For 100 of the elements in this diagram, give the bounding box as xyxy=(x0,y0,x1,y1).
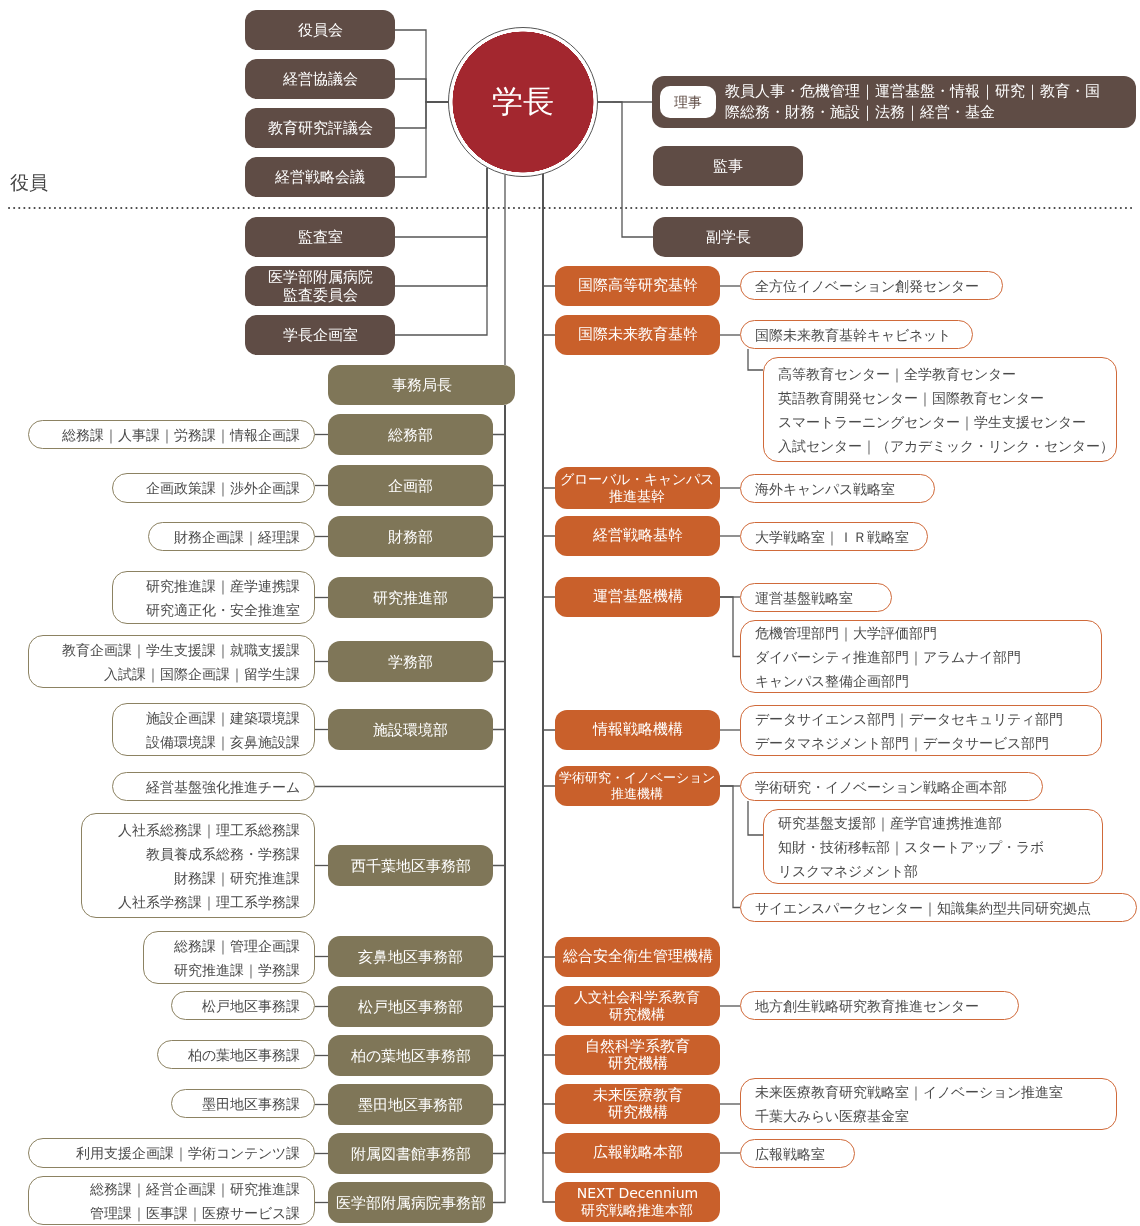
unit-list-line: 高等教育センター｜全学教育センター xyxy=(778,364,1016,385)
organization-name: 国際高等研究基幹 xyxy=(577,277,698,295)
section-box xyxy=(112,473,315,503)
organization-box xyxy=(555,1133,720,1173)
organization-name: NEXT Decennium 研究戦略推進本部 xyxy=(575,1185,700,1219)
unit-box xyxy=(740,583,892,612)
unit-list-line: 研究推進課｜学務課 xyxy=(174,960,300,981)
executive-box xyxy=(653,146,803,186)
unit-list-line: 教育企画課｜学生支援課｜就職支援課 xyxy=(62,640,300,661)
unit-name: 松戸地区事務課 xyxy=(202,996,300,1016)
unit-name: 財務企画課｜経理課 xyxy=(174,527,300,548)
organization-box xyxy=(555,516,720,556)
unit-list-line: データサイエンス部門｜データセキュリティ部門 xyxy=(755,709,1063,730)
unit-list-line: 人社系学務課｜理工系学務課 xyxy=(118,892,300,913)
organization-name: 学長企画室 xyxy=(282,326,358,344)
organization-name: 事務局長 xyxy=(391,376,452,394)
organization-name: 経営戦略基幹 xyxy=(592,527,683,545)
unit-box xyxy=(740,772,1043,801)
connector-line xyxy=(719,1005,741,1007)
office-box xyxy=(328,1182,493,1223)
section-box xyxy=(81,813,315,918)
unit-box xyxy=(740,320,973,349)
organization-name: 経営協議会 xyxy=(282,70,358,88)
organization-name: 西千葉地区事務部 xyxy=(350,856,471,875)
director-panel xyxy=(652,76,1136,128)
unit-name: サイエンスパークセンター｜知識集約型共同研究拠点 xyxy=(755,898,1091,919)
organization-box xyxy=(555,937,720,977)
unit-name: 広報戦略室 xyxy=(755,1144,825,1164)
organization-name: 役員会 xyxy=(297,21,343,39)
unit-name: 大学戦略室｜ＩＲ戦略室 xyxy=(755,527,909,548)
office-box xyxy=(328,1133,493,1174)
organization-name: 附属図書館事務部 xyxy=(350,1144,471,1163)
organization-box xyxy=(555,986,720,1026)
office-box xyxy=(328,516,493,557)
unit-name: 墨田地区事務課 xyxy=(202,1094,300,1114)
unit-list-line: 総務課｜経営企画課｜研究推進課 xyxy=(90,1179,300,1200)
office-box xyxy=(328,465,493,506)
organization-name: 学術研究・イノベーション推進機構 xyxy=(558,770,717,802)
unit-name: 国際未来教育基幹キャビネット xyxy=(755,325,951,345)
organization-name: 運営基盤機構 xyxy=(592,588,683,606)
connector-line xyxy=(504,174,506,366)
section-box xyxy=(28,420,315,449)
connector-line xyxy=(719,729,741,731)
office-box xyxy=(328,709,493,750)
organization-name: 自然科学系教育研究機構 xyxy=(584,1037,691,1073)
executive-box xyxy=(245,266,395,306)
unit-list-line: 施設企画課｜建築環境課 xyxy=(146,708,300,729)
organization-name: 総務部 xyxy=(388,425,433,444)
organization-name: 財務部 xyxy=(388,527,433,546)
section-box xyxy=(28,1138,315,1168)
connector-line xyxy=(719,535,741,537)
unit-list-line: 知財・技術移転部｜スタートアップ・ラボ xyxy=(778,837,1044,858)
organization-name: 未来医療教育研究機構 xyxy=(591,1086,684,1122)
connector-line xyxy=(394,167,488,336)
organization-name: 医学部附属病院事務部 xyxy=(335,1193,486,1212)
unit-name: 運営基盤戦略室 xyxy=(755,588,853,608)
role-badge: 理事 xyxy=(660,85,716,119)
unit-list-line: 研究推進課｜産学連携課 xyxy=(146,576,300,597)
section-label: 役員 xyxy=(10,170,48,195)
connector-line xyxy=(747,800,764,836)
executive-box xyxy=(245,59,395,99)
organization-name: 亥鼻地区事務部 xyxy=(358,947,463,966)
organization-name: 総合安全衛生管理機構 xyxy=(562,948,713,966)
organization-name: 副学長 xyxy=(705,228,751,246)
section-box xyxy=(157,1040,315,1069)
unit-box xyxy=(740,474,935,503)
organization-name: 墨田地区事務部 xyxy=(358,1095,463,1114)
section-box xyxy=(28,1176,315,1225)
executive-box xyxy=(653,217,803,257)
organization-name: 教育研究評議会 xyxy=(267,119,373,137)
unit-list-line: 危機管理部門｜大学評価部門 xyxy=(755,623,937,644)
connector-line xyxy=(394,101,449,178)
unit-name: 総務課｜人事課｜労務課｜情報企画課 xyxy=(62,425,300,446)
office-box xyxy=(328,365,515,405)
unit-box xyxy=(740,1078,1117,1130)
unit-list-line: 総務課｜管理企画課 xyxy=(174,936,300,957)
organization-name: 経営戦略会議 xyxy=(275,168,365,186)
unit-box xyxy=(763,357,1117,462)
unit-list-line: 教員養成系総務・学務課 xyxy=(146,844,300,864)
unit-list-line: 管理課｜医事課｜医療サービス課 xyxy=(90,1203,300,1224)
office-box xyxy=(328,414,493,455)
organization-box xyxy=(555,315,720,355)
unit-list-line: 入試課｜国際企画課｜留学生課 xyxy=(104,664,300,685)
unit-box xyxy=(740,522,928,551)
unit-list-line: 研究基盤支援部｜産学官連携推進部 xyxy=(778,813,1002,834)
unit-box xyxy=(740,893,1137,922)
section-box xyxy=(171,1089,315,1118)
section-box xyxy=(112,772,315,801)
executive-box xyxy=(245,217,395,257)
connector-line xyxy=(719,785,741,909)
executive-box xyxy=(245,108,395,148)
connector-line xyxy=(719,487,741,489)
office-box xyxy=(328,1084,493,1125)
unit-name: 学術研究・イノベーション戦略企画本部 xyxy=(755,777,1007,797)
connector-line xyxy=(719,1152,741,1154)
unit-name: 経営基盤強化推進チーム xyxy=(146,777,300,797)
organization-name: 人文社会科学系教育研究機構 xyxy=(573,989,702,1023)
organization-name: 情報戦略機構 xyxy=(592,721,683,739)
unit-name: 利用支援企画課｜学術コンテンツ課 xyxy=(76,1144,300,1164)
organization-box xyxy=(555,710,720,750)
